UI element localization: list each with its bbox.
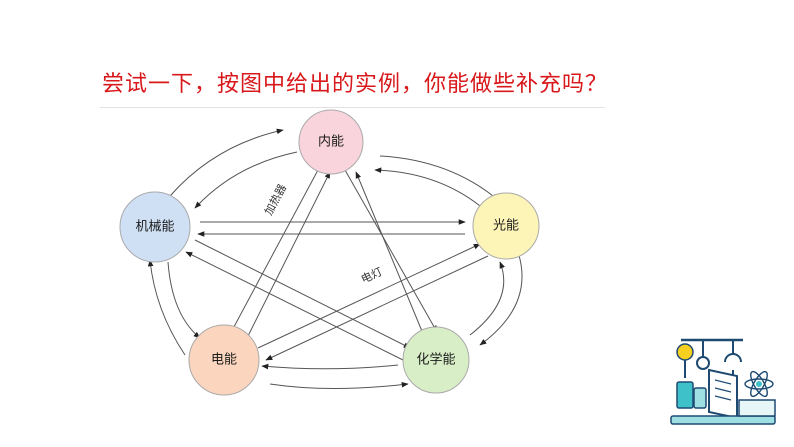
node-electrical: 电能 bbox=[188, 324, 260, 396]
node-internal: 内能 bbox=[298, 109, 364, 175]
annotation-heater: 加热器 bbox=[262, 182, 289, 217]
arrow-light-to-internal bbox=[374, 167, 486, 211]
arrow-mechanical-to-electrical bbox=[167, 261, 201, 339]
arrow-chemical-to-internal bbox=[355, 171, 425, 337]
arrow-chemical-to-electrical bbox=[261, 363, 399, 370]
node-chemical: 化学能 bbox=[402, 326, 470, 394]
arrow-mechanical-to-chemical bbox=[194, 239, 411, 349]
arrow-light-to-electrical bbox=[265, 255, 489, 361]
arrow-chemical-to-mechanical bbox=[185, 251, 404, 361]
page-title: 尝试一下，按图中给出的实例，你能做些补充吗？ bbox=[102, 72, 609, 97]
node-light-label: 光能 bbox=[493, 219, 519, 234]
node-internal-label: 内能 bbox=[318, 134, 344, 150]
annotation-lamp: 电灯 bbox=[359, 265, 384, 286]
node-chemical-label: 化学能 bbox=[416, 352, 455, 368]
title-divider bbox=[100, 107, 605, 108]
arrow-internal-to-chemical bbox=[344, 169, 438, 333]
node-mechanical: 机械能 bbox=[119, 191, 191, 263]
arrow-internal-to-light bbox=[379, 155, 499, 201]
arrow-internal-to-mechanical bbox=[194, 151, 298, 209]
node-mechanical-label: 机械能 bbox=[135, 220, 174, 235]
arrow-chemical-to-light bbox=[469, 261, 505, 336]
arrow-electrical-to-chemical bbox=[269, 381, 409, 389]
arrow-mechanical-to-internal bbox=[169, 128, 284, 197]
science-lab-icon bbox=[670, 338, 776, 425]
arrow-electrical-to-mechanical bbox=[147, 259, 186, 356]
arrow-electrical-to-internal bbox=[244, 171, 331, 343]
node-light: 光能 bbox=[472, 192, 540, 260]
arrow-light-to-chemical bbox=[479, 251, 523, 346]
arrow-electrical-to-light bbox=[257, 243, 481, 349]
node-electrical-label: 电能 bbox=[211, 353, 237, 368]
arrow-internal-to-electrical bbox=[227, 169, 319, 339]
